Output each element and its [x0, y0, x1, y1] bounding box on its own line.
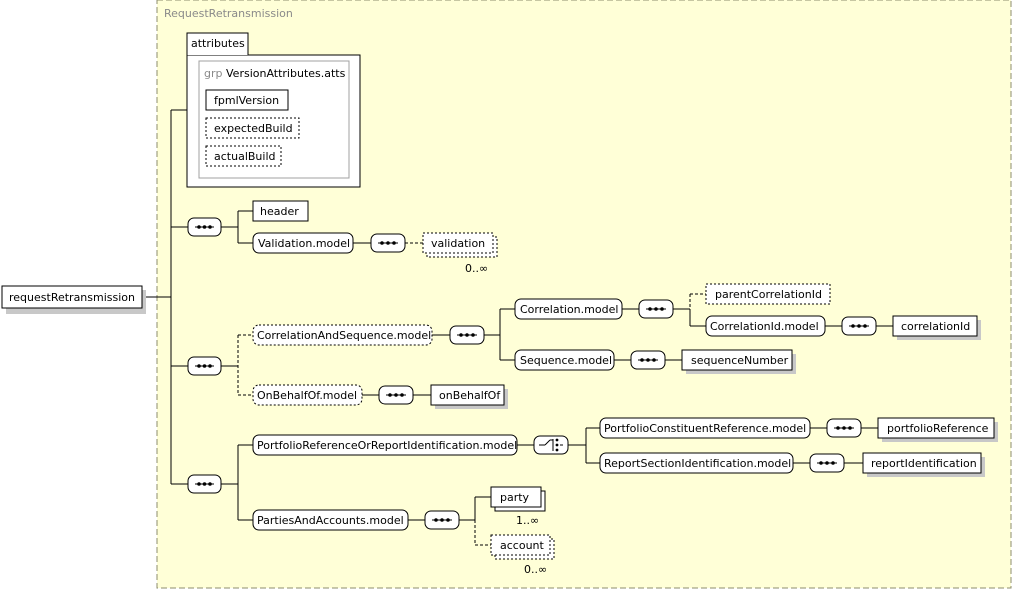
group-partiesandaccounts-model: PartiesAndAccounts.model — [257, 514, 404, 527]
attributes-panel: attributes grp VersionAttributes.atts fp… — [186, 32, 361, 188]
sequence-compositor-sequence — [630, 350, 666, 370]
element-sequencenumber: sequenceNumber — [691, 354, 789, 367]
attributes-tab: attributes — [191, 37, 245, 50]
sequence-compositor-correlationandsequence — [449, 325, 485, 345]
sequence-compositor-correlation — [638, 299, 674, 319]
element-sequencenumber-box[interactable] — [681, 349, 793, 371]
element-onbehalfof-box[interactable] — [430, 384, 505, 406]
attribute-actualbuild: actualBuild — [214, 150, 275, 163]
sequence-compositor-portfolioconstituent — [826, 418, 862, 438]
sequence-compositor-validation — [370, 233, 406, 253]
element-party: party — [500, 491, 530, 504]
attribute-fpmlversion-box[interactable] — [205, 89, 289, 111]
group-correlationid-model: CorrelationId.model — [710, 320, 819, 333]
element-parentcorrelationid: parentCorrelationId — [715, 288, 822, 301]
group-name: VersionAttributes.atts — [226, 67, 346, 80]
attribute-expectedbuild-box[interactable] — [205, 117, 300, 139]
attribute-actualbuild-box[interactable] — [205, 145, 282, 167]
element-portfolioreference: portfolioReference — [887, 422, 989, 435]
element-validation-box[interactable] — [422, 232, 494, 254]
account-cardinality: 0..∞ — [524, 563, 547, 576]
group-sequence-model: Sequence.model — [520, 354, 612, 367]
element-correlationid: correlationId — [901, 320, 970, 333]
group-reportsectionidentification-model: ReportSectionIdentification.model — [604, 457, 791, 470]
sequence-compositor-3 — [187, 474, 222, 494]
element-requestretransmission: requestRetransmission — [9, 291, 135, 304]
attribute-expectedbuild: expectedBuild — [214, 122, 293, 135]
sequence-compositor-reportsection — [809, 453, 845, 473]
sequence-compositor-partiesandaccounts — [424, 510, 460, 530]
group-partiesandaccounts-model-box[interactable] — [252, 509, 409, 531]
sequence-compositor-1 — [187, 217, 222, 237]
element-account: account — [500, 539, 545, 552]
group-portfolioreferenceorreportidentification-model-box[interactable] — [252, 434, 518, 456]
element-validation: validation — [431, 237, 485, 250]
sequence-compositor-onbehalfof — [378, 385, 414, 405]
container-label: RequestRetransmission — [164, 7, 293, 20]
group-correlationandsequence-model: CorrelationAndSequence.model — [257, 329, 431, 342]
group-validation-model-box[interactable] — [252, 232, 354, 254]
group-onbehalfof-model: OnBehalfOf.model — [257, 389, 357, 402]
connectors — [142, 109, 893, 546]
validation-cardinality: 0..∞ — [465, 262, 488, 275]
element-parentcorrelationid-box[interactable] — [705, 283, 831, 305]
group-validation-model: Validation.model — [258, 237, 350, 250]
group-correlation-model: Correlation.model — [520, 303, 618, 316]
element-requestretransmission-box[interactable] — [1, 285, 143, 309]
group-portfolioconstituentreference-model: PortfolioConstituentReference.model — [604, 422, 806, 435]
element-onbehalfof: onBehalfOf — [439, 389, 501, 402]
element-header-box[interactable] — [252, 200, 309, 222]
group-correlationid-model-box[interactable] — [705, 315, 826, 337]
group-prefix: grp — [204, 67, 223, 80]
group-correlationandsequence-model-box[interactable] — [252, 324, 433, 346]
group-correlation-model-box[interactable] — [514, 298, 623, 320]
group-onbehalfof-model-box[interactable] — [252, 384, 363, 406]
attribute-fpmlversion: fpmlVersion — [214, 94, 279, 107]
element-party-box[interactable] — [490, 486, 542, 508]
group-reportsectionidentification-model-box[interactable] — [599, 452, 794, 474]
choice-compositor-icon — [533, 435, 569, 455]
group-portfolioreferenceorreportidentification-model: PortfolioReferenceOrReportIdentification… — [257, 439, 517, 452]
element-account-box[interactable] — [490, 534, 551, 556]
group-portfolioconstituentreference-model-box[interactable] — [599, 417, 811, 439]
element-reportidentification-box[interactable] — [862, 452, 982, 474]
element-correlationid-box[interactable] — [892, 315, 978, 337]
element-portfolioreference-box[interactable] — [877, 417, 995, 439]
party-cardinality: 1..∞ — [516, 514, 539, 527]
group-sequence-model-box[interactable] — [514, 349, 615, 371]
element-reportidentification: reportIdentification — [871, 457, 977, 470]
sequence-compositor-2 — [187, 356, 222, 376]
sequence-compositor-correlationid — [841, 316, 877, 336]
element-header: header — [260, 205, 299, 218]
